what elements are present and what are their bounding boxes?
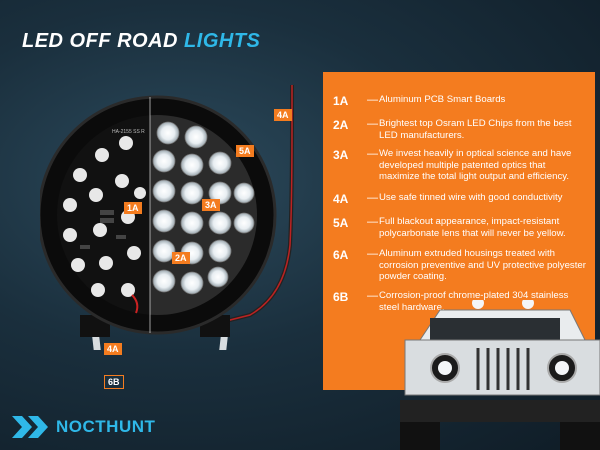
chevron-logo-icon — [12, 416, 48, 438]
callout-5a: 5A — [236, 145, 254, 157]
feature-text: Corrosion-proof chrome-plated 304 stainl… — [379, 290, 569, 313]
feature-code: 5A — [333, 216, 349, 230]
title-accent: LIGHTS — [184, 30, 261, 52]
callout-2a: 2A — [172, 252, 190, 264]
feature-code: 6A — [333, 248, 349, 262]
feature-code: 6B — [333, 290, 349, 304]
feature-1a: 1A — Aluminum PCB Smart Boards — [333, 94, 587, 108]
feature-code: 2A — [333, 118, 349, 132]
callout-4a-top: 4A — [274, 109, 292, 121]
feature-text: Brightest top Osram LED Chips from the b… — [379, 118, 572, 141]
callout-3a: 3A — [202, 199, 220, 211]
feature-3a: 3A — We invest heavily in optical scienc… — [333, 148, 587, 183]
brand-logo: NOCTHUNT — [12, 416, 155, 438]
callout-6b: 6B — [104, 375, 124, 389]
jeep-illustration — [400, 300, 600, 450]
feature-6a: 6A — Aluminum extruded housings treated … — [333, 248, 587, 283]
feature-text: Full blackout appearance, impact-resista… — [379, 216, 566, 239]
title-prefix: LED OFF ROAD — [22, 30, 185, 52]
feature-dash: — — [367, 248, 378, 260]
feature-4a: 4A — Use safe tinned wire with good cond… — [333, 192, 587, 206]
pcb-label: HA-2155 SS R — [112, 129, 145, 135]
callout-1a: 1A — [124, 202, 142, 214]
feature-dash: — — [367, 192, 378, 204]
feature-code: 4A — [333, 192, 349, 206]
feature-2a: 2A — Brightest top Osram LED Chips from … — [333, 118, 587, 141]
brand-name: NOCTHUNT — [56, 417, 156, 436]
feature-text: We invest heavily in optical science and… — [379, 148, 572, 182]
feature-code: 3A — [333, 148, 349, 162]
feature-5a: 5A — Full blackout appearance, impact-re… — [333, 216, 587, 239]
feature-dash: — — [367, 118, 378, 130]
feature-code: 1A — [333, 94, 349, 108]
page-title: LED OFF ROAD LIGHTS — [22, 30, 260, 53]
feature-dash: — — [367, 148, 378, 160]
feature-dash: — — [367, 290, 378, 302]
led-light-svg: HA-2155 SS R — [37, 75, 294, 379]
feature-6b: 6B — Corrosion-proof chrome-plated 304 s… — [333, 290, 587, 313]
led-light-illustration: HA-2155 SS R 1A 2A 3A 5A 4A 4A 6B — [37, 75, 310, 389]
feature-dash: — — [367, 216, 378, 228]
feature-text: Use safe tinned wire with good conductiv… — [379, 192, 563, 203]
feature-text: Aluminum PCB Smart Boards — [379, 94, 506, 105]
callout-4a-bottom: 4A — [104, 343, 122, 355]
feature-text: Aluminum extruded housings treated with … — [379, 248, 586, 282]
feature-dash: — — [367, 94, 378, 106]
